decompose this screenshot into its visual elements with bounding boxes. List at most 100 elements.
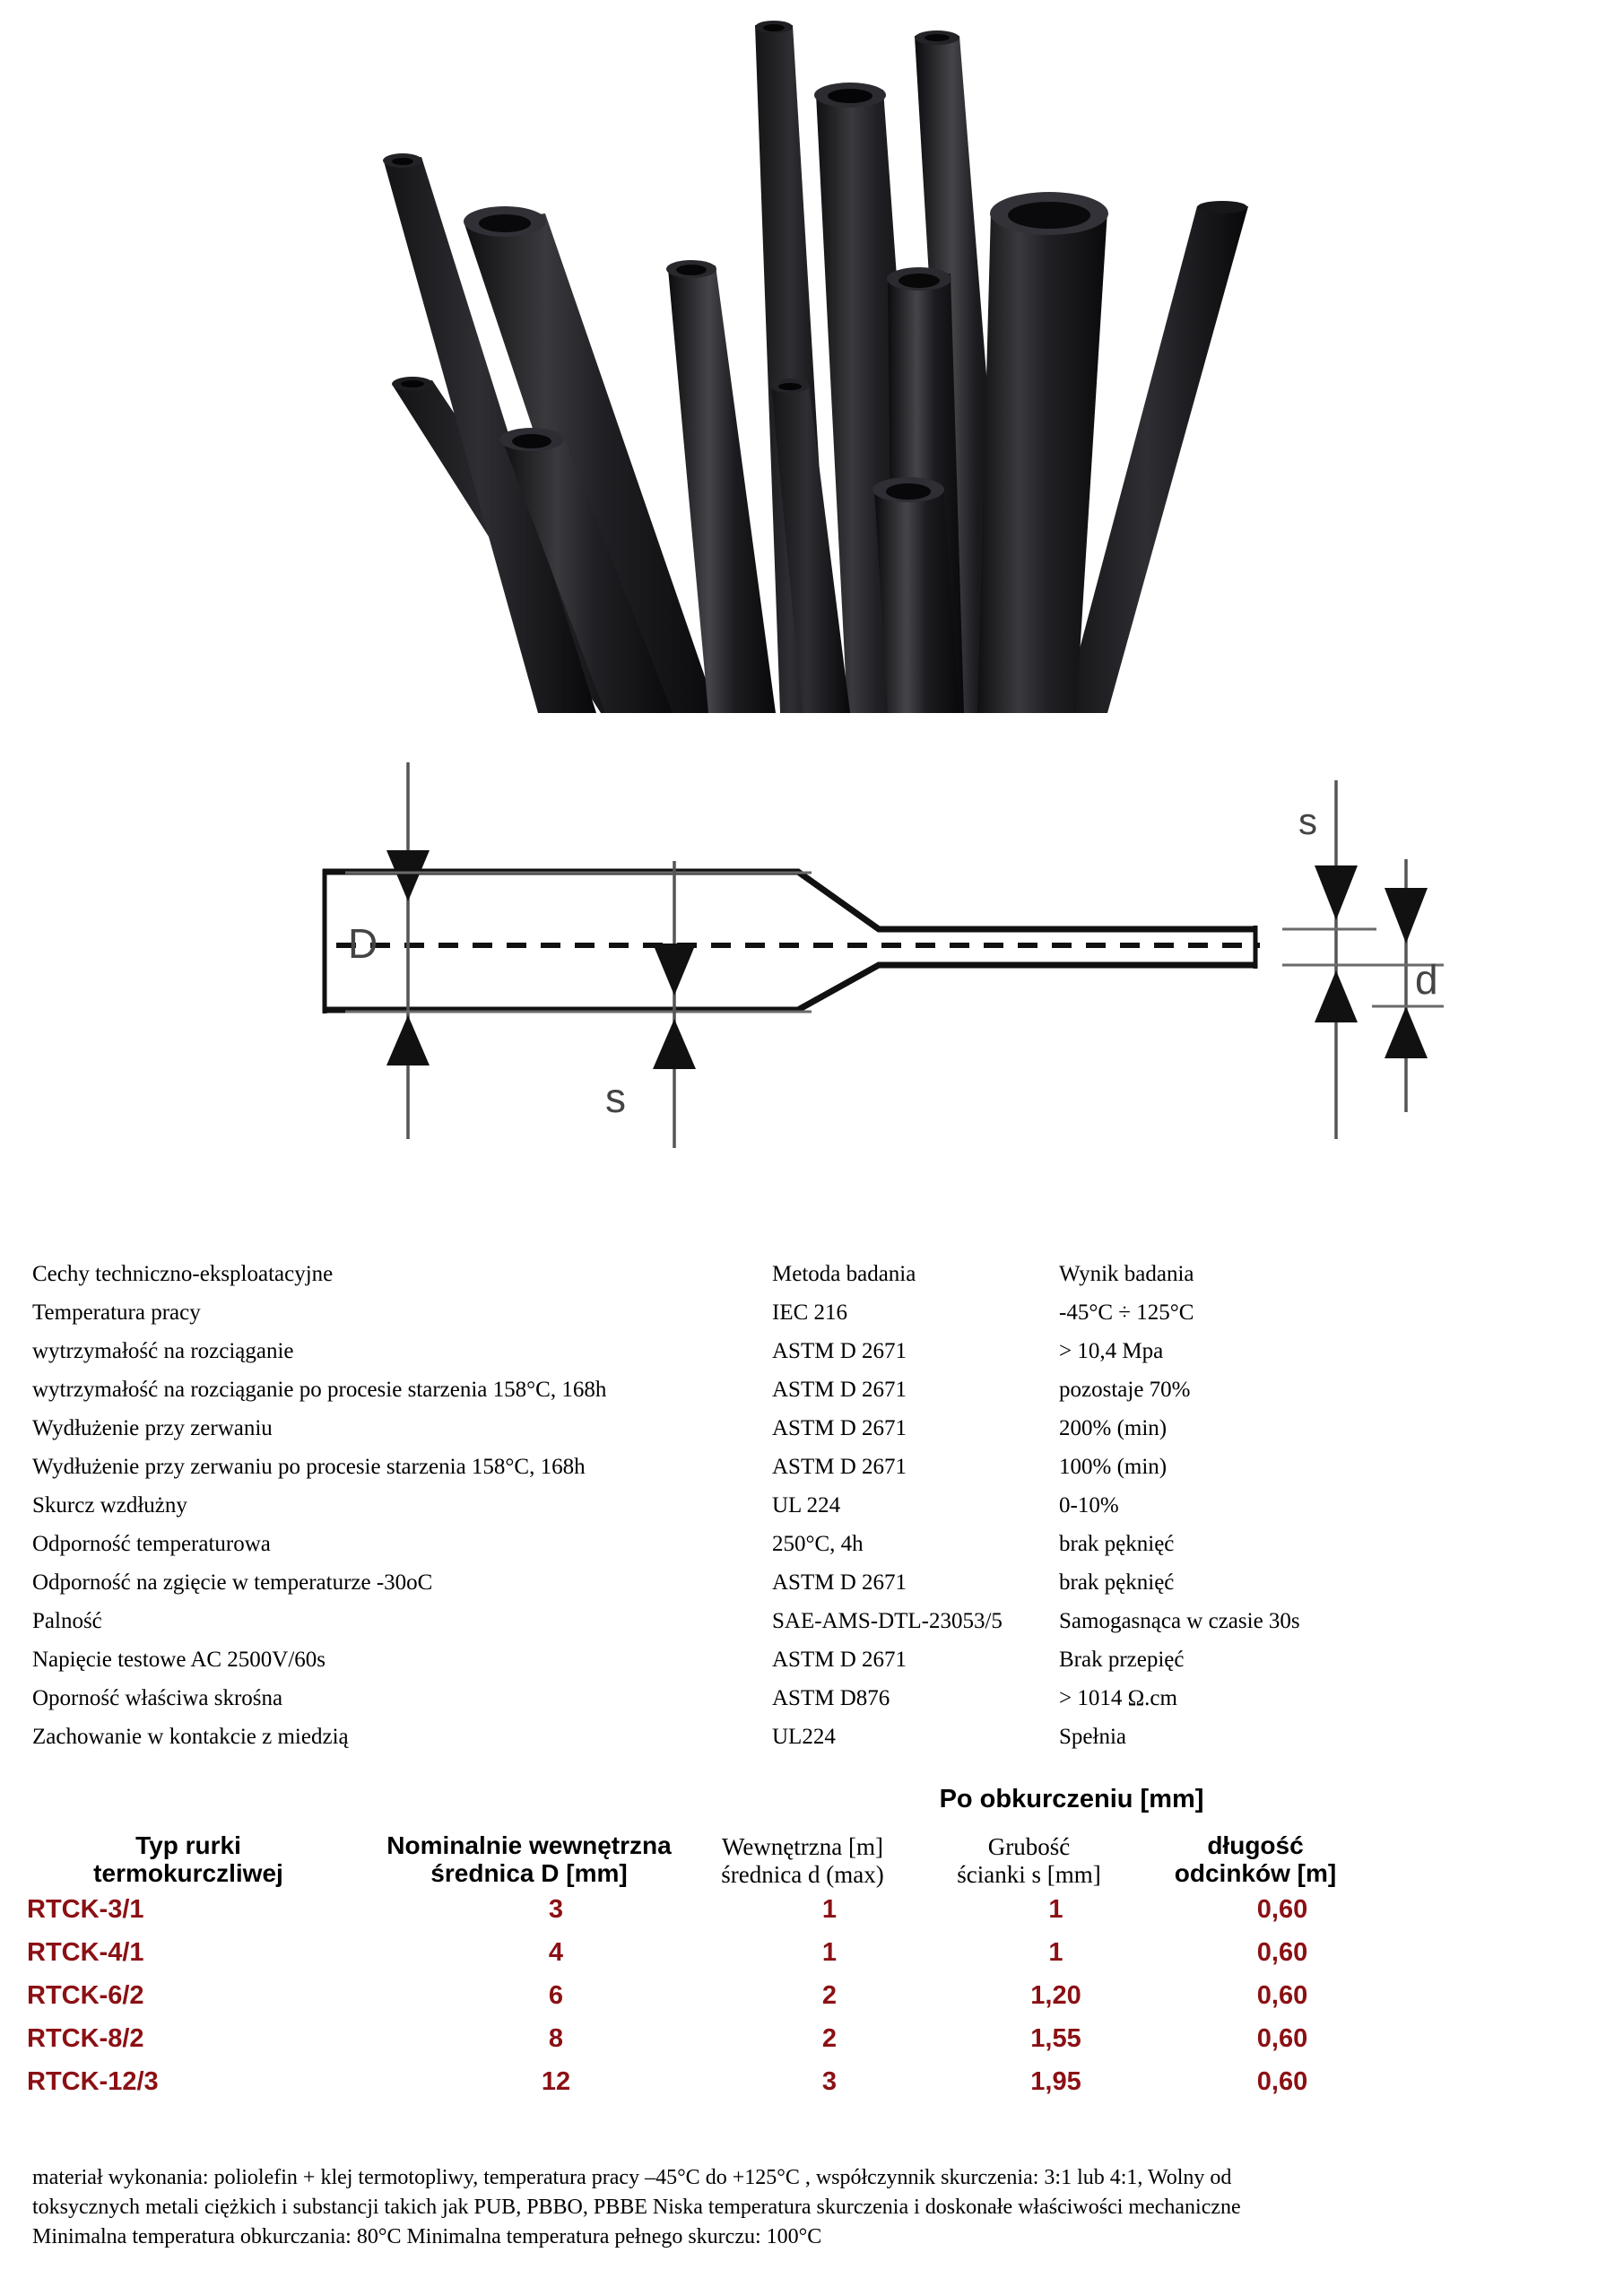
property-result: 100% (min) — [1059, 1455, 1168, 1479]
material-note-line-3: Minimalna temperatura obkurczania: 80°C … — [32, 2225, 822, 2249]
spec-header-type-line1: Typ rurki — [135, 1831, 241, 1859]
spec-cell-nominal-d: 4 — [548, 1937, 564, 1967]
table-row[interactable]: RTCK-12/3 12 3 1,95 0,60 — [0, 2060, 1606, 2103]
property-feature: Odporność na zgięcie w temperaturze -30o… — [32, 1570, 433, 1595]
technical-properties-table: Cechy techniczno-eksploatacyjne Metoda b… — [32, 1263, 1584, 1764]
properties-row: Palność SAE-AMS-DTL-23053/5 Samogasnąca … — [32, 1610, 1584, 1648]
properties-row: Skurcz wzdłużny UL 224 0-10% — [32, 1494, 1584, 1533]
property-method: ASTM D 2671 — [772, 1378, 907, 1402]
property-result: Samogasnąca w czasie 30s — [1059, 1609, 1300, 1633]
material-note-line-1: materiał wykonania: poliolefin + klej te… — [32, 2166, 1232, 2189]
spec-header-type: Typ rurki termokurczliwej — [0, 1831, 377, 1888]
tube-angled-left — [464, 206, 717, 713]
spec-group-header: Po obkurczeniu [mm] — [939, 1785, 1204, 1813]
label-D: D — [348, 920, 378, 967]
material-note-line-2: toksycznych metali ciężkich i substancji… — [32, 2196, 1241, 2220]
spec-cell-wall: 1,55 — [1030, 2023, 1081, 2053]
label-s-right: s — [1298, 800, 1317, 842]
property-feature: Wydłużenie przy zerwaniu — [32, 1416, 273, 1440]
property-feature: wytrzymałość na rozciąganie po procesie … — [32, 1378, 607, 1402]
spec-cell-type: RTCK-8/2 — [27, 2023, 144, 2053]
property-result: 200% (min) — [1059, 1416, 1168, 1440]
spec-cell-wall: 1 — [1048, 1894, 1063, 1924]
spec-cell-type: RTCK-6/2 — [27, 1980, 144, 2010]
properties-row: Zachowanie w kontakcie z miedzią UL224 S… — [32, 1726, 1584, 1764]
properties-row: Oporność właściwa skrośna ASTM D876 > 10… — [32, 1687, 1584, 1726]
spec-cell-wall: 1,95 — [1030, 2066, 1081, 2096]
spec-cell-length: 0,60 — [1256, 1980, 1308, 2010]
property-method: ASTM D 2671 — [772, 1648, 907, 1672]
label-s-left: s — [605, 1074, 626, 1121]
properties-header-feature: Cechy techniczno-eksploatacyjne — [32, 1262, 334, 1286]
spec-header-nominal-line1: Nominalnie wewnętrzna — [386, 1831, 672, 1859]
property-feature: Temperatura pracy — [32, 1300, 201, 1325]
spec-cell-inner-d: 3 — [821, 2066, 838, 2096]
spec-header-row: Typ rurki termokurczliwej Nominalnie wew… — [0, 1780, 1606, 1888]
tube-slim-left — [383, 153, 596, 713]
spec-header-type-line2: termokurczliwej — [93, 1859, 283, 1888]
spec-cell-wall: 1 — [1048, 1937, 1063, 1967]
property-method: UL224 — [772, 1725, 836, 1749]
property-method: ASTM D876 — [772, 1686, 890, 1710]
product-spec-table: Po obkurczeniu [mm] Typ rurki termokurcz… — [0, 1780, 1606, 2103]
property-result: -45°C ÷ 125°C — [1059, 1300, 1194, 1325]
tube-mouth-lower-right — [872, 477, 959, 713]
property-method: IEC 216 — [772, 1300, 848, 1325]
spec-cell-nominal-d: 3 — [548, 1894, 564, 1924]
tube-mouth-mid — [666, 260, 776, 713]
property-method: ASTM D 2671 — [772, 1339, 907, 1363]
property-method: ASTM D 2671 — [772, 1416, 907, 1440]
property-method: SAE-AMS-DTL-23053/5 — [772, 1609, 1003, 1633]
table-row[interactable]: RTCK-6/2 6 2 1,20 0,60 — [0, 1974, 1606, 2017]
spec-header-inner-line2: średnica d (max) — [721, 1860, 884, 1888]
properties-row: Wydłużenie przy zerwaniu ASTM D 2671 200… — [32, 1417, 1584, 1456]
tube-outline — [322, 868, 1258, 1013]
property-method: ASTM D 2671 — [772, 1455, 907, 1479]
spec-header-inner-line1: Wewnętrzna [m] — [722, 1833, 883, 1860]
spec-header-wall: Grubość ścianki s [mm] — [924, 1833, 1134, 1888]
table-row[interactable]: RTCK-3/1 3 1 1 0,60 — [0, 1888, 1606, 1931]
properties-row: Napięcie testowe AC 2500V/60s ASTM D 267… — [32, 1648, 1584, 1687]
property-feature: Oporność właściwa skrośna — [32, 1686, 283, 1710]
spec-header-nominal-d: Nominalnie wewnętrzna średnica D [mm] — [377, 1831, 681, 1888]
tube-large-right — [977, 192, 1108, 713]
spec-cell-nominal-d: 8 — [548, 2023, 564, 2053]
properties-row: wytrzymałość na rozciąganie po procesie … — [32, 1378, 1584, 1417]
dimension-D — [345, 762, 812, 1139]
property-method: UL 224 — [772, 1493, 841, 1518]
dimension-d — [1363, 859, 1444, 1112]
property-feature: Napięcie testowe AC 2500V/60s — [32, 1648, 326, 1672]
spec-cell-type: RTCK-12/3 — [27, 2066, 159, 2096]
property-feature: Wydłużenie przy zerwaniu po procesie sta… — [32, 1455, 586, 1479]
property-feature: Odporność temperaturowa — [32, 1532, 271, 1556]
property-feature: Skurcz wzdłużny — [32, 1493, 187, 1518]
label-d: d — [1415, 956, 1438, 1003]
property-result: Spełnia — [1059, 1725, 1126, 1749]
spec-cell-length: 0,60 — [1256, 2023, 1308, 2053]
property-method: ASTM D 2671 — [772, 1570, 907, 1595]
property-result: > 10,4 Mpa — [1059, 1339, 1164, 1363]
spec-cell-length: 0,60 — [1256, 2066, 1308, 2096]
spec-cell-inner-d: 1 — [821, 1937, 838, 1967]
properties-row: Wydłużenie przy zerwaniu po procesie sta… — [32, 1456, 1584, 1494]
spec-cell-nominal-d: 6 — [548, 1980, 564, 2010]
tube-mouth-lower-left — [499, 428, 673, 713]
spec-cell-inner-d: 1 — [821, 1894, 838, 1924]
table-row[interactable]: RTCK-8/2 8 2 1,55 0,60 — [0, 2017, 1606, 2060]
table-row[interactable]: RTCK-4/1 4 1 1 0,60 — [0, 1931, 1606, 1974]
spec-cell-inner-d: 2 — [821, 2023, 838, 2053]
spec-cell-inner-d: 2 — [821, 1980, 838, 2010]
spec-header-length: długość odcinków [m] — [1134, 1831, 1376, 1888]
properties-header-method: Metoda badania — [772, 1262, 916, 1286]
property-feature: Zachowanie w kontakcie z miedzią — [32, 1725, 349, 1749]
dimension-s-left — [653, 861, 696, 1148]
tube-mouth-mid-right — [770, 378, 850, 713]
property-result: Brak przepięć — [1059, 1648, 1185, 1672]
material-note: materiał wykonania: poliolefin + klej te… — [32, 2163, 1575, 2252]
heat-shrink-tubes-illustration — [383, 21, 1248, 713]
properties-row: Odporność na zgięcie w temperaturze -30o… — [32, 1571, 1584, 1610]
property-result: brak pęknięć — [1059, 1532, 1175, 1556]
spec-cell-type: RTCK-4/1 — [27, 1937, 144, 1967]
dimension-diagram: D s s d — [251, 753, 1506, 1202]
spec-header-inner-d: Wewnętrzna [m] średnica d (max) — [681, 1833, 924, 1888]
